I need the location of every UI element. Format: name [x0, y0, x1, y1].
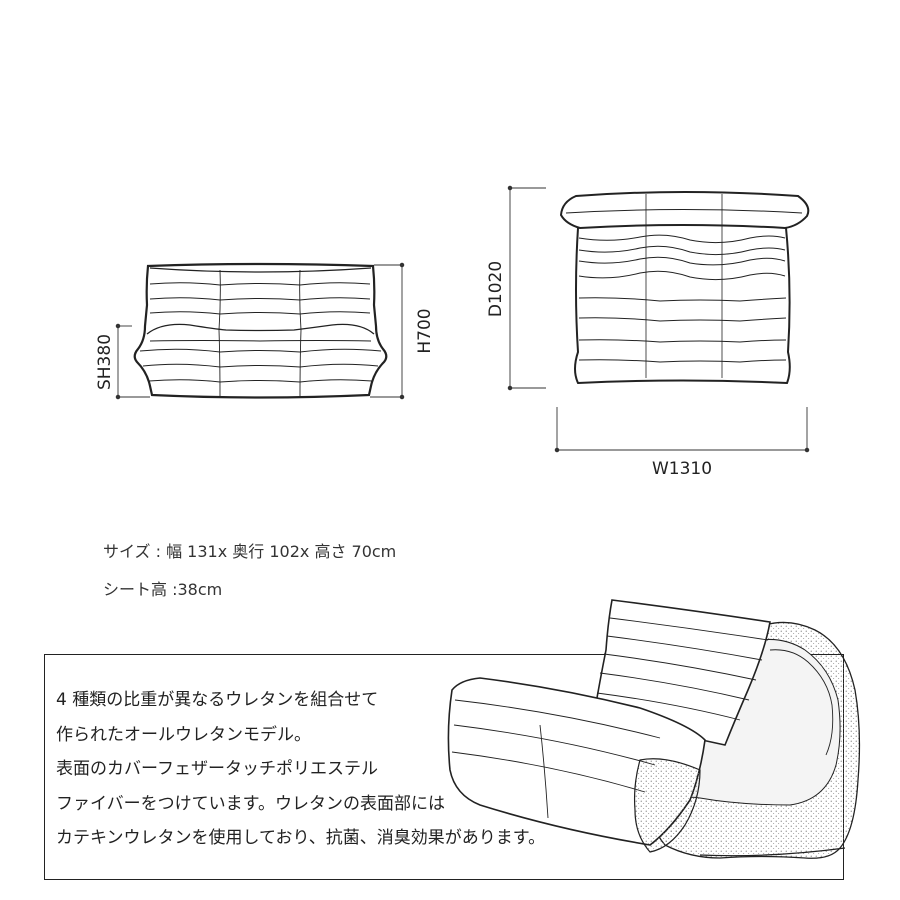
description-line: 表面のカバーフェザータッチポリエステル — [56, 759, 378, 779]
description-line: カテキンウレタンを使用しており、抗菌、消臭効果があります。 — [56, 828, 546, 848]
front-dimension-lines — [115, 262, 405, 400]
seat-height-label: SH380 — [95, 334, 115, 390]
description-text: 4 種類の比重が異なるウレタンを組合せて 作られたオールウレタンモデル。 表面の… — [56, 683, 545, 856]
front-view-sofa — [133, 262, 388, 399]
description-line: 作られたオールウレタンモデル。 — [56, 724, 311, 745]
top-dimension-lines — [507, 185, 810, 453]
height-label: H700 — [415, 308, 435, 353]
description-line: 4 種類の比重が異なるウレタンを組合せて — [56, 690, 379, 710]
description-line: ファイバーをつけています。ウレタンの表面部には — [56, 793, 445, 814]
size-spec: サイズ : 幅 131x 奥行 102x 高さ 70cm — [103, 542, 397, 561]
seat-height-spec: シート高 :38cm — [103, 580, 223, 599]
width-label: W1310 — [652, 459, 712, 479]
depth-label: D1020 — [486, 261, 506, 317]
top-view-sofa — [559, 191, 810, 385]
